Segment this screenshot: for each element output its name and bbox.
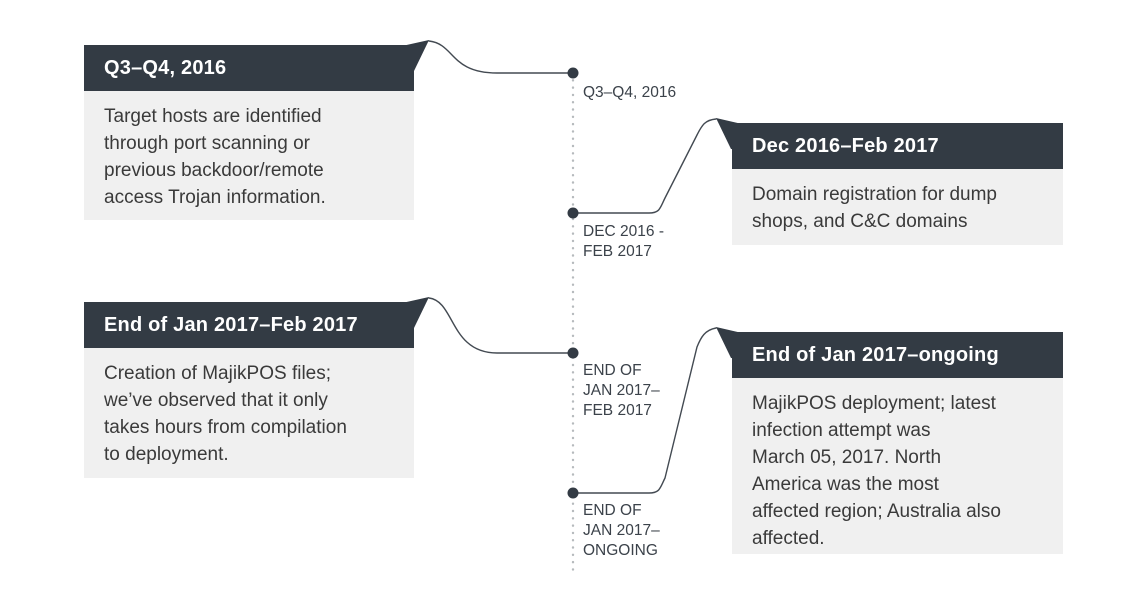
- timeline-label-q3q4: Q3–Q4, 2016: [583, 84, 677, 101]
- milestone-dot-3: [567, 347, 579, 359]
- connector-line-endjan-ongoing: [573, 327, 717, 494]
- card-q3-q4-2016: Q3–Q4, 2016 Target hosts are identified …: [84, 45, 414, 220]
- timeline-label-endjan-ongoing: END OF JAN 2017– ONGOING: [583, 502, 660, 559]
- connector-line-endjan-feb: [428, 297, 575, 354]
- card-title-endjan2017-feb2017: End of Jan 2017–Feb 2017: [84, 302, 414, 348]
- milestone-dot-2: [567, 207, 579, 219]
- card-body-dec2016-feb2017: Domain registration for dump shops, and …: [732, 169, 1063, 245]
- card-title-dec2016-feb2017: Dec 2016–Feb 2017: [732, 123, 1063, 169]
- card-body-endjan2017-ongoing: MajikPOS deployment; latest infection at…: [732, 378, 1063, 554]
- connector-line-dec2016: [573, 118, 717, 214]
- card-endjan2017-feb2017: End of Jan 2017–Feb 2017 Creation of Maj…: [84, 302, 414, 478]
- card-dec2016-feb2017: Dec 2016–Feb 2017 Domain registration fo…: [732, 123, 1063, 245]
- card-endjan2017-ongoing: End of Jan 2017–ongoing MajikPOS deploym…: [732, 332, 1063, 554]
- card-body-endjan2017-feb2017: Creation of MajikPOS files; we’ve observ…: [84, 348, 414, 478]
- timeline-label-dec2016: DEC 2016 - FEB 2017: [583, 223, 664, 260]
- card-title-endjan2017-ongoing: End of Jan 2017–ongoing: [732, 332, 1063, 378]
- milestone-dot-4: [567, 487, 579, 499]
- milestone-dot-1: [567, 67, 579, 79]
- timeline-label-endjan-feb: END OF JAN 2017– FEB 2017: [583, 362, 660, 419]
- card-body-q3-q4-2016: Target hosts are identified through port…: [84, 91, 414, 220]
- connector-line-q3q4: [428, 40, 575, 74]
- card-title-q3-q4-2016: Q3–Q4, 2016: [84, 45, 414, 91]
